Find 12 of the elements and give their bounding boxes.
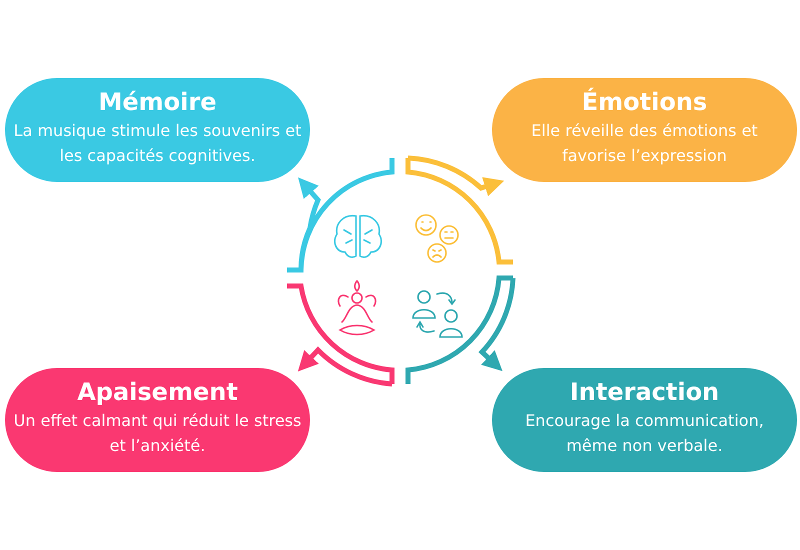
cycle-arrow: [284, 284, 394, 386]
cycle-arrow: [284, 156, 394, 272]
card-heading: Interaction: [570, 377, 720, 408]
card-description: Encourage la communication, même non verbale.: [524, 410, 765, 457]
cycle-arrow: [406, 156, 516, 264]
card-heading: Apaisement: [77, 377, 238, 408]
card-heading: Mémoire: [98, 87, 216, 118]
card-description: Un effet calmant qui réduit le stress et l’anxiété.: [13, 410, 302, 457]
card-description: La musique stimule les souvenirs et les capacités cognitives.: [13, 120, 302, 167]
card-heading: Émotions: [582, 86, 708, 118]
card-description: Elle réveille des émotions et favorise l’expression: [530, 120, 759, 167]
cycle-arrow: [406, 276, 516, 386]
